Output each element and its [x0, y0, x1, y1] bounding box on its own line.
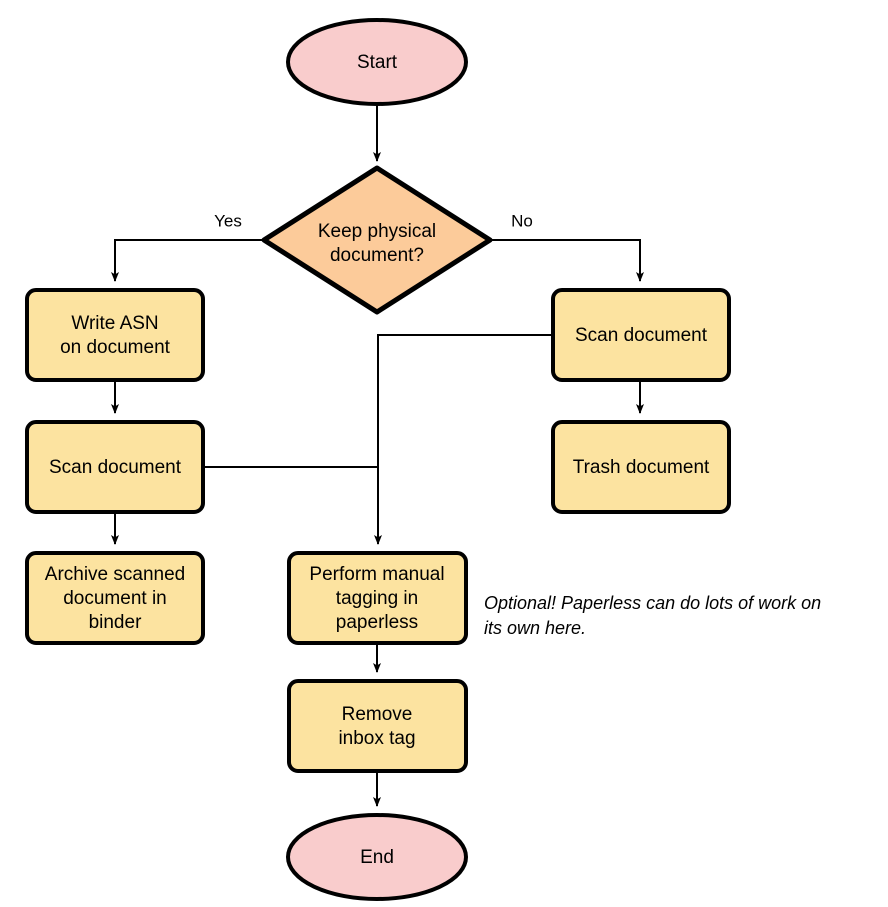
connector-scan-right-to-manual-tagging [374, 334, 553, 545]
scan-document-right-label: Scan document [575, 325, 708, 346]
note-optional-paperless: Optional! Paperless can do lots of work … [484, 593, 821, 638]
node-decision-keep-physical[interactable]: Keep physical document? [261, 165, 493, 315]
remove-inbox-tag-label-line2: inbox tag [338, 728, 415, 749]
archive-binder-label-line3: binder [89, 612, 142, 633]
node-scan-document-right[interactable]: Scan document [551, 288, 731, 382]
start-label: Start [357, 52, 398, 73]
node-remove-inbox-tag[interactable]: Remove inbox tag [287, 679, 468, 773]
manual-tagging-label-line3: paperless [336, 612, 418, 633]
trash-document-rect-shape [551, 420, 731, 514]
manual-tagging-rect-shape [287, 551, 468, 645]
remove-inbox-tag-label-line1: Remove [342, 704, 413, 725]
write-asn-rect-shape [25, 288, 205, 382]
decision-label-line2: document? [330, 245, 424, 266]
connector-decision-no-to-scan-right [490, 239, 644, 282]
end-ellipse-shape [286, 813, 468, 901]
start-ellipse-shape [286, 18, 468, 106]
node-trash-document[interactable]: Trash document [551, 420, 731, 514]
connector-decision-yes-to-write-asn [111, 239, 264, 282]
node-archive-binder[interactable]: Archive scanned document in binder [25, 551, 205, 645]
node-start[interactable]: Start [286, 18, 468, 106]
archive-binder-label-line2: document in [63, 588, 167, 609]
decision-label-line1: Keep physical [318, 221, 436, 242]
trash-document-label: Trash document [573, 457, 710, 478]
write-asn-label-line1: Write ASN [71, 313, 158, 334]
node-write-asn[interactable]: Write ASN on document [25, 288, 205, 382]
write-asn-label-line2: on document [60, 337, 171, 358]
archive-binder-rect-shape [25, 551, 205, 645]
edge-label-no: No [511, 211, 533, 230]
node-scan-document-left[interactable]: Scan document [25, 420, 205, 514]
edge-label-yes: Yes [214, 211, 242, 230]
node-end[interactable]: End [286, 813, 468, 901]
note-optional-line1: Optional! Paperless can do lots of work … [484, 593, 821, 613]
archive-binder-label-line1: Archive scanned [45, 564, 185, 585]
remove-inbox-tag-rect-shape [287, 679, 468, 773]
scan-document-left-label: Scan document [49, 457, 182, 478]
scan-document-left-rect-shape [25, 420, 205, 514]
connector-layer [111, 104, 644, 807]
scan-document-right-rect-shape [551, 288, 731, 382]
decision-diamond-shape [261, 165, 493, 315]
manual-tagging-label-line1: Perform manual [309, 564, 444, 585]
note-optional-line2: its own here. [484, 618, 586, 638]
manual-tagging-label-line2: tagging in [336, 588, 418, 609]
node-manual-tagging[interactable]: Perform manual tagging in paperless [287, 551, 468, 645]
end-label: End [360, 847, 394, 868]
